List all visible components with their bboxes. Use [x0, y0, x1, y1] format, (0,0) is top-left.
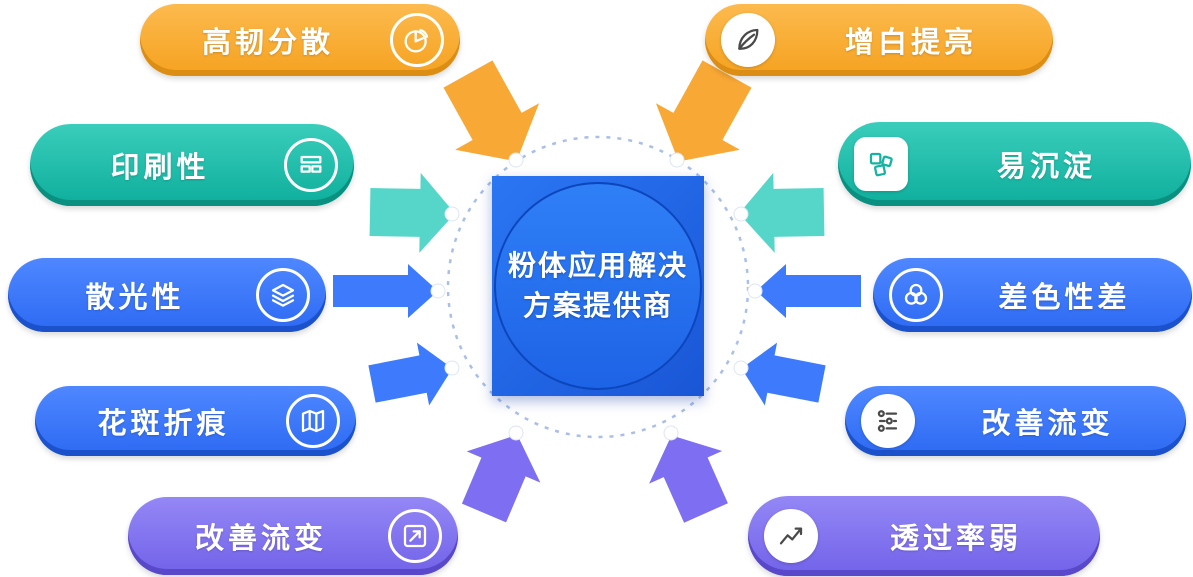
arrow-teal-left — [369, 172, 456, 254]
pill-right-3: 差色性差 — [873, 258, 1192, 332]
arrow-blue-mid-left — [333, 264, 438, 318]
connector-dot — [733, 360, 749, 376]
pill-left-2-label: 印刷性 — [110, 152, 210, 184]
pill-right-5: 透过率弱 — [748, 496, 1100, 576]
center-square: 粉体应用解决 方案提供商 — [492, 176, 704, 396]
connector-dot — [444, 206, 460, 222]
arrow-blue-low-right — [735, 336, 829, 416]
pill-left-3: 散光性 — [8, 258, 326, 332]
pill-right-4: 改善流变 — [845, 386, 1186, 456]
connector-dot — [508, 152, 524, 168]
pill-left-2: 印刷性 — [30, 124, 354, 206]
pill-right-2: 易沉淀 — [838, 122, 1191, 206]
pill-right-5-label: 透过率弱 — [889, 523, 1022, 555]
arrow-purple-right — [634, 419, 743, 530]
trend-box-icon — [388, 509, 442, 563]
line-chart-icon — [764, 509, 818, 563]
arrow-blue-low-left — [365, 336, 459, 416]
pill-right-4-label: 改善流变 — [981, 408, 1114, 440]
arrow-purple-left — [447, 419, 555, 529]
center-circle: 粉体应用解决 方案提供商 — [494, 182, 702, 390]
overlap-circles-icon — [889, 268, 943, 322]
pill-left-1-label: 高韧分散 — [201, 27, 334, 59]
connector-dot — [444, 360, 460, 376]
pill-right-2-label: 易沉淀 — [996, 151, 1096, 183]
pie-chart-icon — [390, 13, 444, 67]
center-title-line-1: 粉体应用解决 — [507, 250, 688, 281]
connector-dot — [669, 152, 685, 168]
map-icon — [286, 394, 340, 448]
connector-dots — [430, 152, 763, 441]
connector-dot — [733, 206, 749, 222]
sliders-icon — [861, 394, 915, 448]
arrow-teal-right — [738, 172, 825, 254]
pill-right-1-label: 增白提亮 — [844, 27, 977, 59]
connector-dot — [747, 283, 763, 299]
connector-dot — [663, 425, 679, 441]
print-plates-icon — [284, 138, 338, 192]
pill-right-1: 增白提亮 — [705, 4, 1053, 76]
pill-left-1: 高韧分散 — [140, 4, 460, 76]
arrow-blue-mid-right — [756, 264, 861, 318]
pill-left-4-label: 花斑折痕 — [97, 408, 230, 440]
layers-icon — [256, 268, 310, 322]
pill-left-3-label: 散光性 — [85, 282, 185, 314]
dashed-ring — [446, 135, 750, 439]
pill-right-3-label: 差色性差 — [998, 282, 1131, 314]
pill-left-5-label: 改善流变 — [194, 523, 327, 555]
connector-dot — [430, 283, 446, 299]
pill-left-5: 改善流变 — [128, 497, 458, 575]
connector-dot — [508, 425, 524, 441]
leaf-icon — [721, 13, 775, 67]
center-title-line-2: 方案提供商 — [522, 290, 673, 321]
puzzle-icon — [854, 137, 908, 191]
pill-left-4: 花斑折痕 — [35, 386, 356, 456]
arrow-orange-left — [426, 50, 559, 185]
